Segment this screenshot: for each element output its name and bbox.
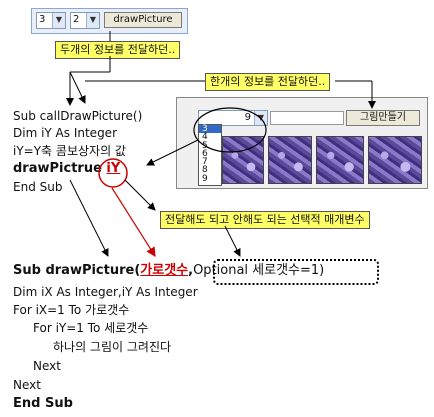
- picture-thumbnail: [222, 136, 264, 184]
- list-item[interactable]: 6: [202, 148, 208, 159]
- call-arg-iy: iY: [106, 161, 121, 176]
- code-line: Sub callDrawPicture(): [13, 109, 143, 123]
- call-prefix: drawPictrue: [13, 161, 107, 176]
- picture-thumbnail: [368, 136, 422, 184]
- sig-optional: Optional 세로갯수=1): [193, 263, 325, 278]
- arrow-line: [224, 225, 241, 257]
- arrow-line: [111, 187, 156, 258]
- combo-x-value: 3: [39, 14, 46, 25]
- combo-x[interactable]: 3 ▼: [36, 12, 66, 29]
- arrow-line: [124, 179, 156, 211]
- picture-thumbnail: [316, 136, 364, 184]
- list-item[interactable]: 8: [202, 165, 208, 176]
- draw-picture-button[interactable]: drawPicture: [104, 12, 182, 28]
- arrow-line: [69, 179, 109, 257]
- sig-prefix: Sub drawPicture(: [13, 263, 141, 278]
- callout-two-info: 두개의 정보를 전달하던..: [55, 41, 181, 59]
- arrow-line: [69, 71, 86, 104]
- chevron-down-icon[interactable]: ▼: [86, 13, 99, 28]
- code-line: Dim iY As Integer: [13, 126, 117, 140]
- combo-y-screenshot-value: 9: [244, 112, 251, 123]
- code-signature: Sub drawPicture(가로갯수,Optional 세로갯수=1): [13, 263, 324, 278]
- list-item[interactable]: 7: [202, 157, 208, 168]
- combo-y[interactable]: 2 ▼: [70, 12, 100, 29]
- chevron-down-icon[interactable]: ▼: [254, 111, 267, 125]
- code-line: Dim iX As Integer,iY As Integer: [13, 285, 198, 299]
- list-item[interactable]: 9: [202, 173, 208, 184]
- callout-one-info: 한개의 정보를 전달하던..: [205, 73, 331, 91]
- code-line: For iX=1 To 가로갯수: [13, 303, 130, 317]
- code-line: iY=Y축 콤보상자의 값: [13, 144, 126, 158]
- code-line: Next: [13, 378, 41, 392]
- code-line: Next: [33, 359, 61, 373]
- combo-dropdown-list: 3 4 5 6 7 8 9: [198, 124, 222, 186]
- code-line: For iY=1 To 세로갯수: [33, 321, 149, 335]
- optional-param-highlight-box: [213, 259, 379, 285]
- code-line: 하나의 그림이 그려진다: [53, 340, 172, 354]
- sig-param-width: 가로갯수: [140, 263, 189, 278]
- code-line: End Sub: [13, 180, 63, 194]
- make-pictures-button[interactable]: 그림만들기: [346, 110, 420, 126]
- code-line: End Sub: [13, 396, 73, 411]
- picture-thumbnail: [268, 136, 312, 184]
- chevron-down-icon[interactable]: ▼: [52, 13, 65, 28]
- callout-optional-note: 전달해도 되고 안해도 되는 선택적 매개변수: [160, 211, 370, 229]
- empty-field[interactable]: [270, 111, 344, 125]
- combo-y-value: 2: [73, 14, 80, 25]
- sig-comma: ,: [188, 263, 194, 278]
- code-line-call: drawPictrue iY: [13, 161, 120, 176]
